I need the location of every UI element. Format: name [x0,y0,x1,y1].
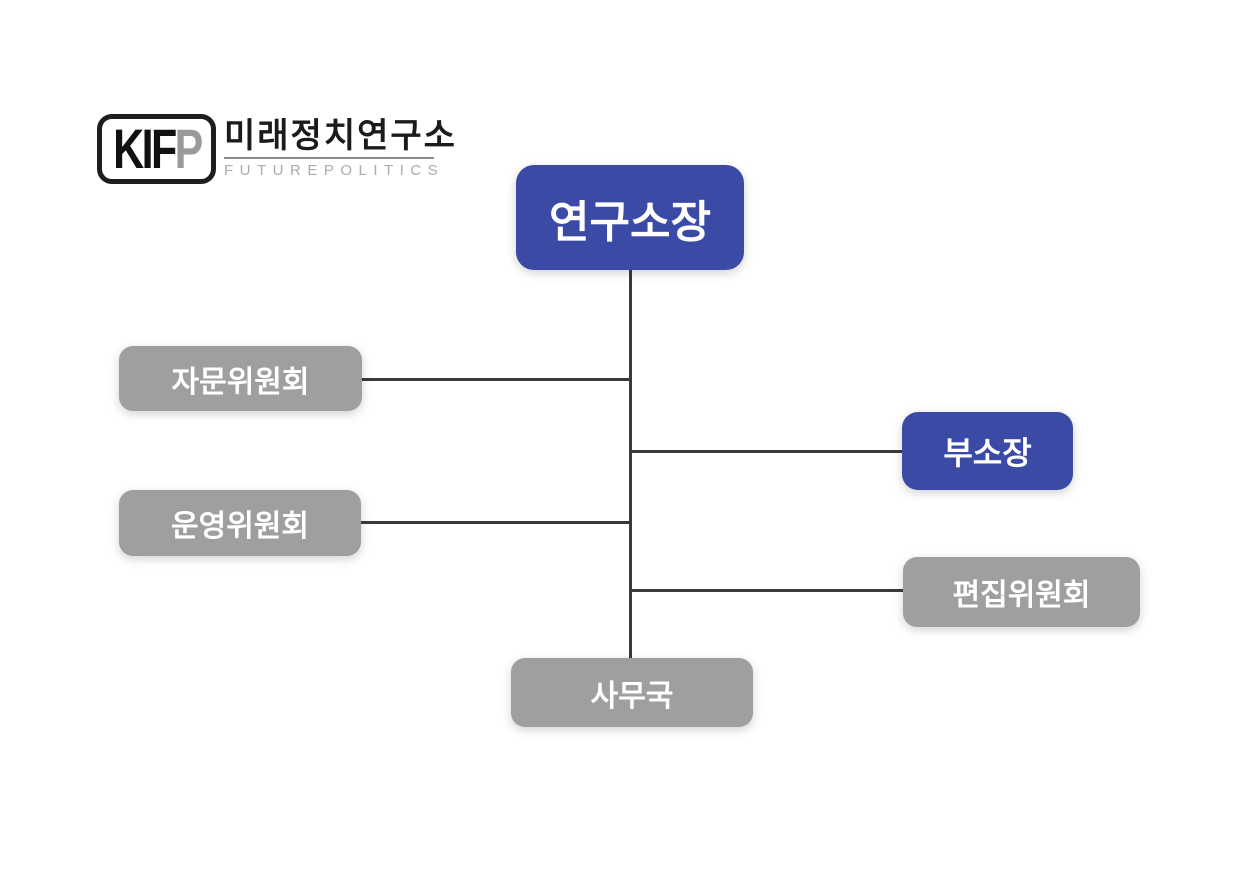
kifp-logo-letters: KIFP [113,121,203,177]
node-director: 연구소장 [516,165,744,270]
connector-steering [361,521,629,524]
connector-editorial [629,589,903,592]
node-secretariat: 사무국 [511,658,753,727]
node-deputy: 부소장 [902,412,1073,490]
node-advisory: 자문위원회 [119,346,362,411]
kifp-logo-letter-gray: P [174,117,203,181]
logo-divider [224,157,434,160]
connector-deputy [629,450,902,453]
kifp-logo-badge: KIFP [97,114,216,184]
kifp-logo: KIFP 미래정치연구소 FUTUREPOLITICS [97,114,457,184]
org-name-korean: 미래정치연구소 [224,116,457,155]
kifp-logo-letters-black: KIF [112,117,177,181]
connector-vertical-spine [629,269,632,658]
node-editorial: 편집위원회 [903,557,1140,627]
connector-advisory [362,378,629,381]
node-steering: 운영위원회 [119,490,361,556]
kifp-logo-wordmark: 미래정치연구소 FUTUREPOLITICS [224,116,457,180]
org-name-english: FUTUREPOLITICS [224,162,445,180]
